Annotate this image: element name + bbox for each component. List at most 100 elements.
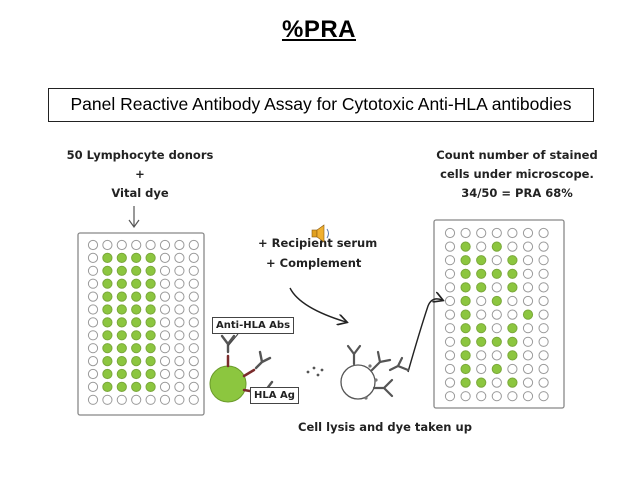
- down-arrowhead: [128, 219, 140, 229]
- stained-well: [102, 356, 113, 367]
- stained-well: [507, 350, 518, 361]
- empty-well: [87, 317, 99, 328]
- empty-well: [159, 381, 171, 392]
- empty-well: [159, 304, 171, 315]
- empty-well: [507, 309, 518, 320]
- stained-well: [145, 330, 156, 341]
- empty-well: [444, 377, 456, 388]
- stained-well: [102, 304, 113, 315]
- stained-well: [507, 255, 518, 266]
- stained-well: [460, 363, 471, 375]
- empty-well: [538, 391, 549, 402]
- empty-well: [507, 241, 518, 252]
- stained-well: [145, 356, 156, 367]
- empty-well: [131, 239, 142, 251]
- membrane-attack-dots: [364, 364, 378, 400]
- empty-well: [522, 282, 534, 293]
- empty-well: [476, 350, 487, 361]
- empty-well: [444, 227, 456, 239]
- empty-well: [188, 394, 199, 405]
- middle-caption-line1: + Recipient serum: [258, 236, 378, 250]
- empty-well: [522, 268, 534, 279]
- empty-well: [87, 343, 99, 354]
- stained-well: [116, 368, 127, 380]
- empty-well: [159, 343, 171, 354]
- empty-well: [159, 239, 171, 251]
- empty-well: [188, 265, 199, 276]
- stained-well: [507, 268, 518, 279]
- empty-well: [145, 239, 156, 251]
- empty-well: [87, 381, 99, 392]
- empty-well: [188, 381, 199, 392]
- empty-well: [87, 252, 99, 263]
- empty-well: [538, 336, 549, 347]
- empty-well: [188, 317, 199, 328]
- stained-well: [145, 291, 156, 302]
- empty-well: [174, 252, 185, 263]
- stained-well: [102, 317, 113, 328]
- empty-well: [444, 282, 456, 293]
- stained-well: [476, 377, 487, 388]
- empty-well: [444, 350, 456, 361]
- stained-well: [116, 343, 127, 354]
- empty-well: [188, 356, 199, 367]
- empty-well: [491, 227, 502, 239]
- stained-well: [476, 268, 487, 279]
- empty-well: [491, 309, 502, 320]
- stained-well: [102, 381, 113, 392]
- complement-dots: [306, 366, 324, 377]
- empty-well: [174, 239, 185, 251]
- empty-well: [444, 336, 456, 347]
- empty-well: [87, 394, 99, 405]
- empty-well: [174, 356, 185, 367]
- empty-well: [159, 291, 171, 302]
- stained-well: [116, 356, 127, 367]
- green-lymphocyte: [209, 365, 247, 403]
- stained-well: [145, 252, 156, 263]
- stained-well: [460, 336, 471, 347]
- empty-well: [87, 356, 99, 367]
- stained-well: [145, 343, 156, 354]
- stained-well: [131, 330, 142, 341]
- empty-well: [174, 265, 185, 276]
- empty-well: [522, 363, 534, 375]
- empty-well: [507, 295, 518, 307]
- stained-well: [145, 278, 156, 289]
- stained-well: [116, 291, 127, 302]
- stained-well: [460, 295, 471, 307]
- left-caption-line2: +: [135, 167, 145, 181]
- empty-well: [522, 255, 534, 266]
- empty-well: [460, 227, 471, 239]
- empty-well: [444, 241, 456, 252]
- assay-title-box: Panel Reactive Antibody Assay for Cytoto…: [48, 88, 594, 122]
- empty-well: [188, 252, 199, 263]
- stained-well: [131, 291, 142, 302]
- empty-well: [538, 350, 549, 361]
- right-caption-line3: 34/50 = PRA 68%: [461, 186, 573, 200]
- empty-well: [538, 295, 549, 307]
- stained-well: [460, 268, 471, 279]
- speaker-icon[interactable]: [311, 224, 329, 243]
- stained-well: [131, 317, 142, 328]
- empty-well: [491, 391, 502, 402]
- assay-title: Panel Reactive Antibody Assay for Cytoto…: [70, 94, 572, 114]
- empty-well: [174, 304, 185, 315]
- empty-well: [444, 268, 456, 279]
- stained-well: [116, 252, 127, 263]
- empty-well: [174, 278, 185, 289]
- empty-well: [87, 265, 99, 276]
- empty-well: [444, 391, 456, 402]
- stained-well: [102, 343, 113, 354]
- empty-well: [538, 227, 549, 239]
- stained-well: [116, 381, 127, 392]
- empty-well: [174, 317, 185, 328]
- empty-well: [159, 278, 171, 289]
- empty-well: [188, 330, 199, 341]
- curve-arrow-to-plate: [407, 299, 442, 373]
- empty-well: [131, 394, 142, 405]
- empty-well: [87, 368, 99, 380]
- stained-well: [131, 265, 142, 276]
- empty-well: [538, 377, 549, 388]
- empty-well: [444, 323, 456, 334]
- empty-well: [159, 330, 171, 341]
